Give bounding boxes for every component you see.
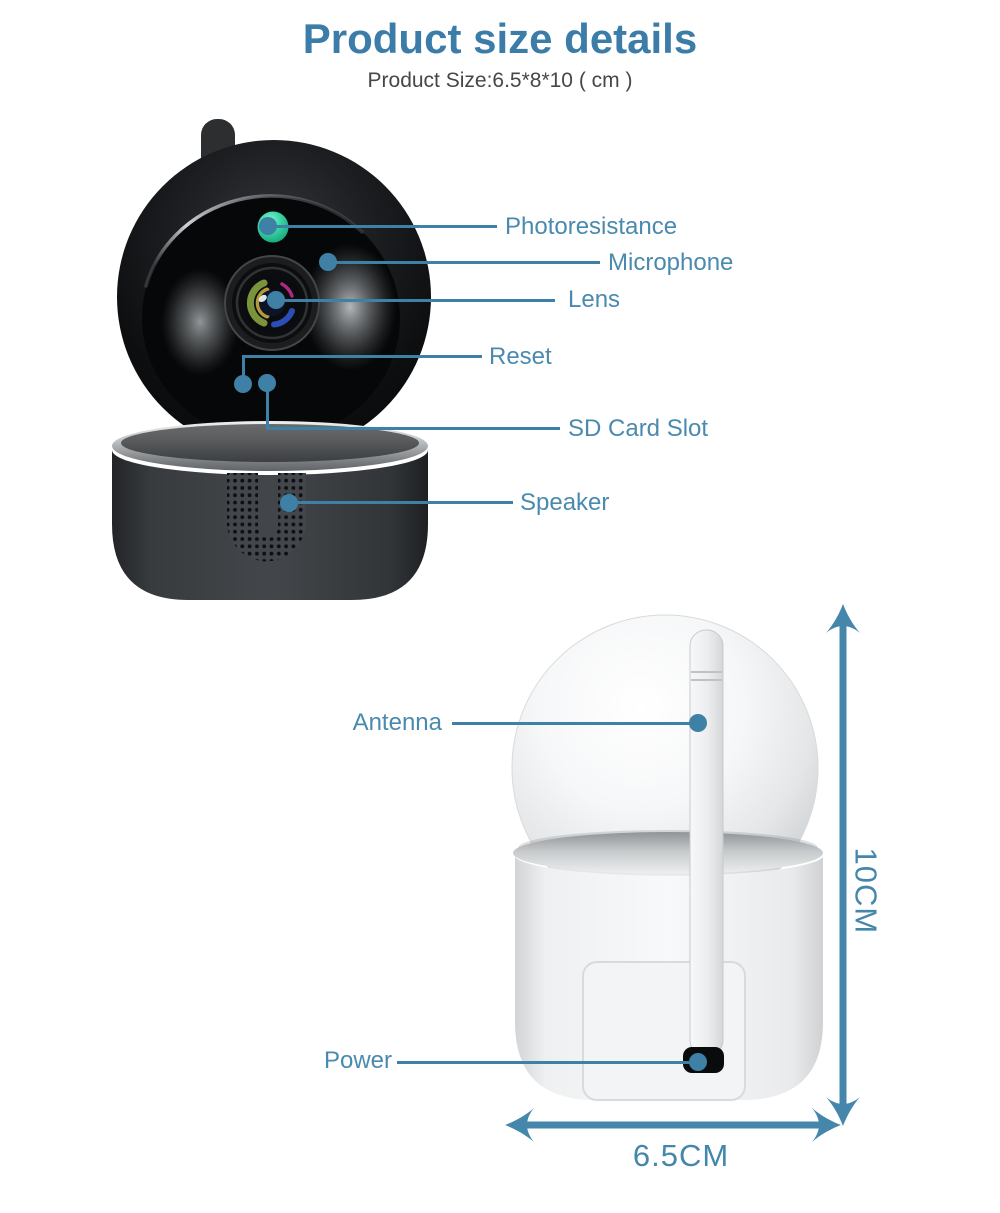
page-subtitle: Product Size:6.5*8*10 ( cm ) (367, 69, 633, 92)
callout-line (452, 721, 698, 725)
front-camera-body (112, 450, 428, 600)
label-reset: Reset (489, 343, 552, 370)
callout-elbow (265, 383, 269, 429)
callout-line (265, 426, 560, 430)
callout-line (268, 224, 497, 228)
label-lens: Lens (568, 286, 621, 313)
width-dimension-value: 6.5CM (632, 1138, 730, 1173)
callout-line (328, 260, 600, 264)
label-antenna: Antenna (352, 709, 442, 736)
width-arrow-head-left (505, 1108, 534, 1142)
label-microphone: Microphone (608, 249, 734, 276)
callout-elbow (241, 356, 245, 384)
page-title: Product size details (302, 15, 698, 62)
width-arrow-line (527, 1121, 819, 1129)
camera-front-illustration (112, 119, 431, 600)
width-arrow-head-right (812, 1108, 841, 1142)
label-photoresistance: Photoresistance (505, 213, 678, 240)
height-dimension-value: 10CM (848, 847, 884, 935)
callout-line (241, 354, 482, 358)
label-power: Power (323, 1047, 392, 1074)
back-silver-rim (513, 832, 823, 874)
callout-line (289, 501, 513, 504)
camera-back-illustration (511, 614, 823, 1101)
callout-line (276, 298, 555, 302)
callout-dot (234, 375, 252, 393)
callout-line (397, 1060, 698, 1064)
label-sd-card-slot: SD Card Slot (568, 415, 709, 442)
antenna (689, 629, 724, 1057)
callout-dot (689, 714, 707, 732)
label-speaker: Speaker (520, 489, 610, 516)
callout-dot (689, 1053, 707, 1071)
